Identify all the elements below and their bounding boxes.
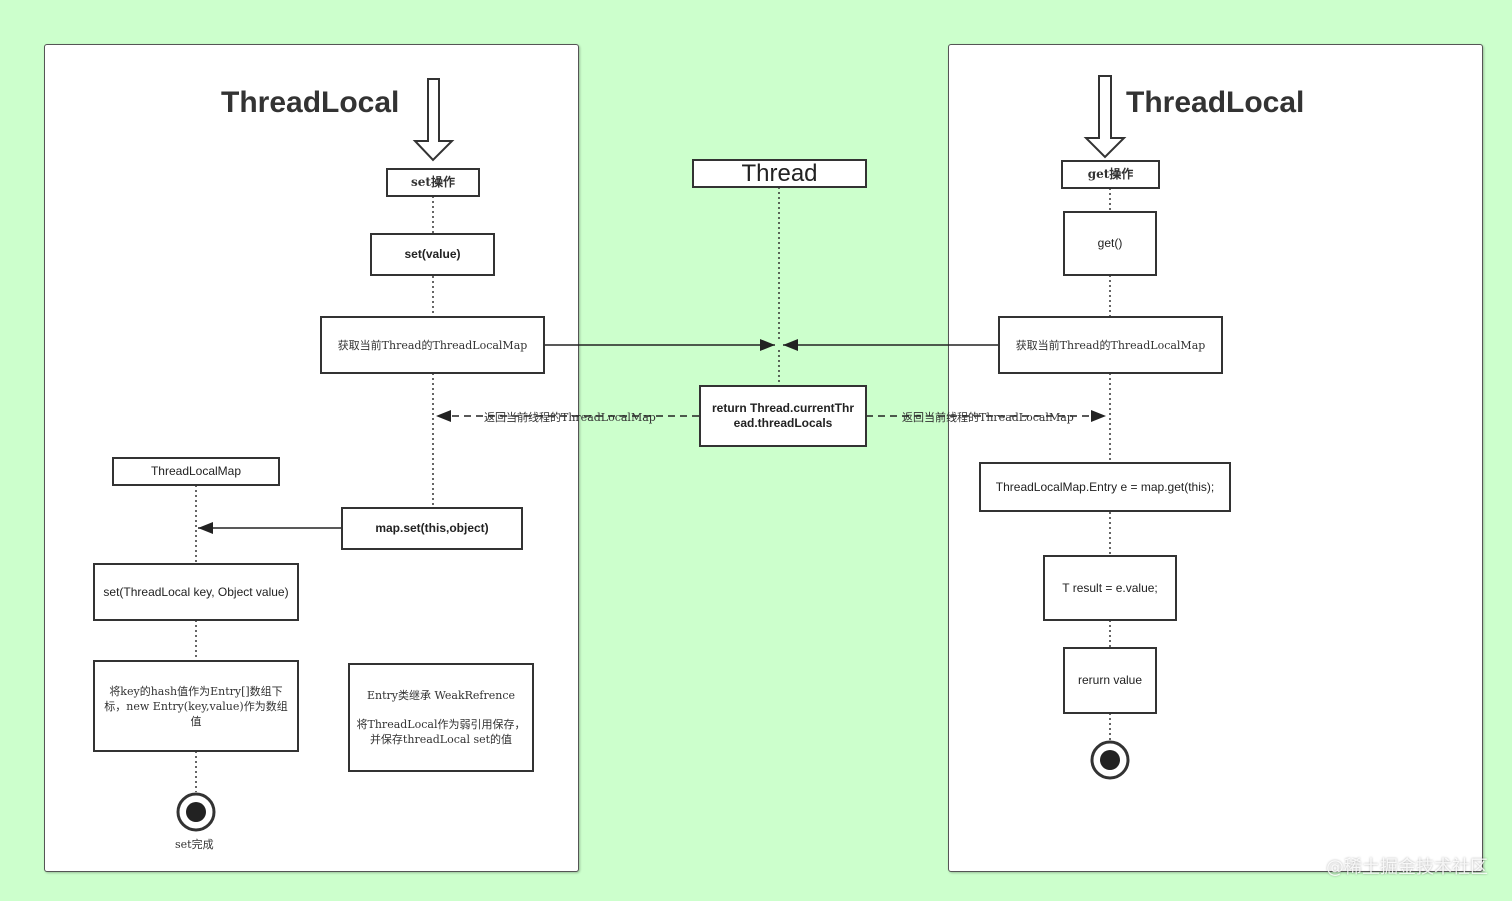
entry-note-line-2: 将ThreadLocal作为弱引用保存，并保存threadLocal set的值 [356,718,526,746]
return-label-right: 返回当前线程的ThreadLocalMap [902,411,1074,424]
get-operation-box: get操作 [1061,160,1160,189]
left-title: ThreadLocal [221,86,400,119]
result-box: T result = e.value; [1043,555,1177,621]
thread-box: Thread [692,159,867,188]
set-complete-label: set完成 [175,838,214,851]
entry-note-box: Entry类继承 WeakRefrence 将ThreadLocal作为弱引用保… [348,663,534,772]
set-operation-box: set操作 [386,168,480,197]
right-start-arrow-icon [1083,75,1127,159]
return-threadlocals-box: return Thread.currentThread.threadLocals [699,385,867,447]
hash-note-box: 将key的hash值作为Entry[]数组下标，new Entry(key,va… [93,660,299,752]
map-set-box: map.set(this,object) [341,507,523,550]
get-flow-panel [948,44,1483,872]
left-end-node-icon [176,792,216,832]
right-end-node-icon [1090,740,1130,780]
right-title: ThreadLocal [1126,86,1305,119]
left-start-arrow-icon [412,78,455,162]
get-call-box: get() [1063,211,1157,276]
right-get-map-box: 获取当前Thread的ThreadLocalMap [998,316,1223,374]
left-get-map-box: 获取当前Thread的ThreadLocalMap [320,316,545,374]
return-value-box: rerurn value [1063,647,1157,714]
return-label-left: 返回当前线程的ThreadLocalMap [484,411,656,424]
set-value-box: set(value) [370,233,495,276]
entry-note-line-1: Entry类继承 WeakRefrence [366,689,516,702]
threadlocalmap-header: ThreadLocalMap [112,457,280,486]
watermark: @稀土掘金技术社区 [1326,857,1488,878]
entry-get-box: ThreadLocalMap.Entry e = map.get(this); [979,462,1231,512]
set-method-box: set(ThreadLocal key, Object value) [93,563,299,621]
